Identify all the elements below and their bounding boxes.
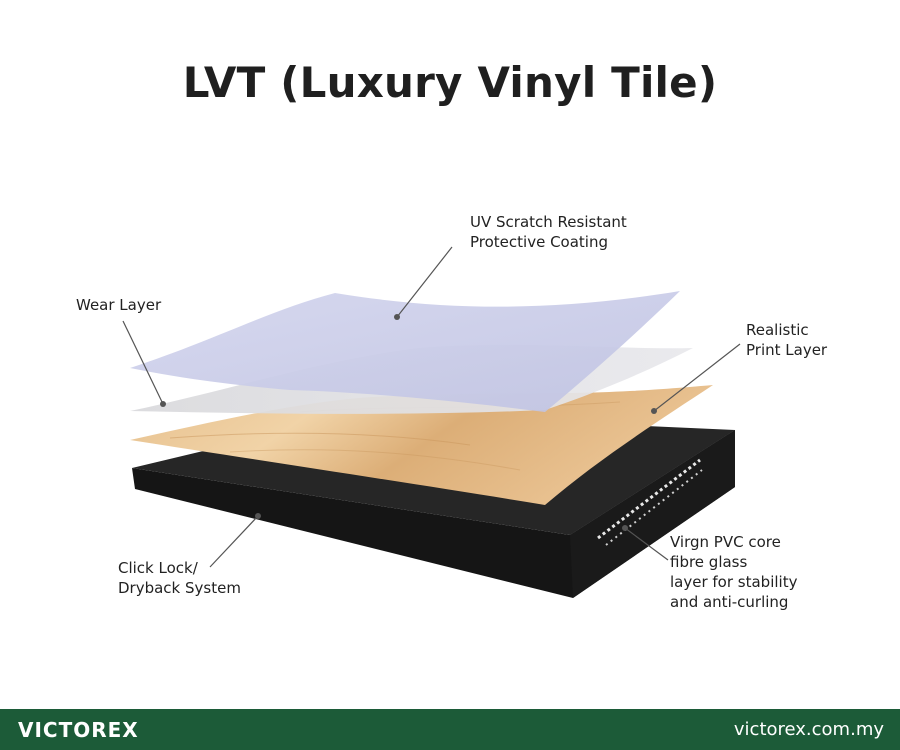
footer-bar: VICTOREX victorex.com.my xyxy=(0,709,900,750)
label-line: UV Scratch Resistant xyxy=(470,212,627,232)
label-uv-coating: UV Scratch Resistant Protective Coating xyxy=(470,212,627,252)
label-pvc-core: Virgn PVC core fibre glass layer for sta… xyxy=(670,532,797,612)
label-line: and anti-curling xyxy=(670,592,797,612)
website-link[interactable]: victorex.com.my xyxy=(734,719,884,740)
click-lock-leader-dot xyxy=(255,513,261,519)
label-line: Realistic xyxy=(746,320,827,340)
label-line: Dryback System xyxy=(118,578,241,598)
print-leader-dot xyxy=(651,408,657,414)
uv-leader-dot xyxy=(394,314,400,320)
label-line: Protective Coating xyxy=(470,232,627,252)
label-wear-layer: Wear Layer xyxy=(76,295,161,315)
label-line: fibre glass xyxy=(670,552,797,572)
label-line: Virgn PVC core xyxy=(670,532,797,552)
label-line: Print Layer xyxy=(746,340,827,360)
brand-logo: VICTOREX xyxy=(18,718,139,742)
label-click-lock: Click Lock/ Dryback System xyxy=(118,558,241,598)
label-line: Wear Layer xyxy=(76,295,161,315)
label-line: layer for stability xyxy=(670,572,797,592)
core-leader-dot xyxy=(622,525,628,531)
label-line: Click Lock/ xyxy=(118,558,241,578)
wear-leader-dot xyxy=(160,401,166,407)
label-print-layer: Realistic Print Layer xyxy=(746,320,827,360)
